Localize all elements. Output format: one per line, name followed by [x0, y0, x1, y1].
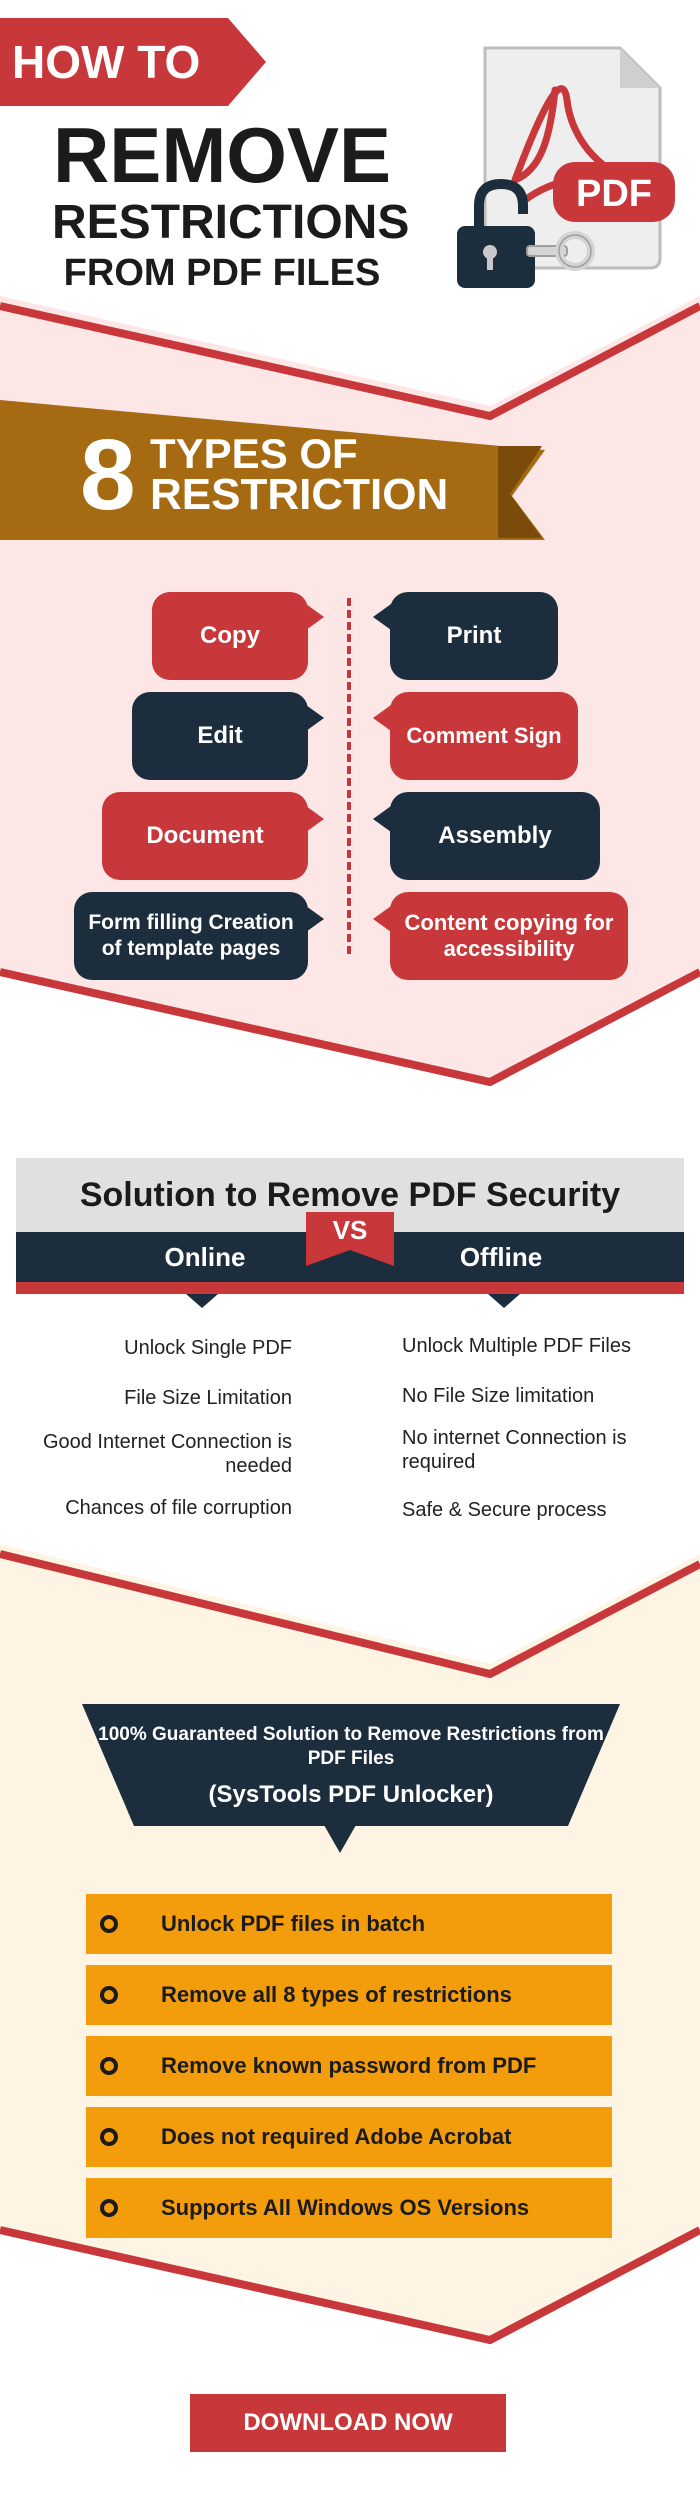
title-line-1: REMOVE	[52, 111, 392, 199]
offline-point: No File Size limitation	[402, 1385, 595, 1407]
download-now-button[interactable]: DOWNLOAD NOW	[190, 2394, 506, 2452]
online-point: File Size Limitation	[124, 1387, 292, 1409]
offline-pointer	[488, 1294, 520, 1308]
pdf-badge-text: PDF	[576, 173, 652, 215]
guaranteed-text: 100% Guaranteed Solution to Remove Restr…	[98, 1724, 604, 1769]
bullet-icon	[100, 2128, 118, 2146]
pointer-arrow	[306, 806, 324, 832]
restriction-copy: Copy	[152, 592, 308, 680]
pointer-arrow	[373, 604, 391, 630]
guaranteed-banner	[82, 1704, 620, 1826]
offline-point: Safe & Secure process	[402, 1499, 607, 1521]
title-line-2: RESTRICTIONS	[52, 196, 410, 249]
bullet-icon	[100, 1986, 118, 2004]
title-line-3: FROM PDF FILES	[63, 252, 381, 294]
bullet-icon	[100, 1915, 118, 1933]
online-label: Online	[164, 1242, 246, 1272]
restriction-divider	[347, 598, 351, 954]
restriction-content-copying: Content copying for accessibility	[390, 892, 628, 980]
pdf-lock-icon: PDF	[457, 46, 675, 288]
pointer-arrow	[306, 604, 324, 630]
feature-text: Remove all 8 types of restrictions	[161, 1982, 512, 2007]
feature-item: Supports All Windows OS Versions	[86, 2178, 612, 2238]
pointer-arrow	[306, 705, 324, 731]
feature-item: Remove all 8 types of restrictions	[86, 1965, 612, 2025]
pointer-arrow	[306, 906, 324, 932]
features-section-bg	[0, 1544, 700, 2345]
how-to-banner	[0, 18, 266, 106]
bullet-icon	[100, 2057, 118, 2075]
feature-item: Remove known password from PDF	[86, 2036, 612, 2096]
bullet-icon	[100, 2199, 118, 2217]
pointer-arrow	[373, 906, 391, 932]
online-point: Chances of file corruption	[65, 1497, 292, 1519]
feature-item: Unlock PDF files in batch	[86, 1894, 612, 1954]
online-point: Unlock Single PDF	[124, 1337, 292, 1359]
types-title-line-1: TYPES OF	[150, 430, 358, 477]
feature-text: Supports All Windows OS Versions	[161, 2195, 530, 2220]
pointer-arrow	[373, 705, 391, 731]
how-to-text: HOW TO	[12, 36, 201, 88]
feature-text: Unlock PDF files in batch	[161, 1911, 426, 1936]
restriction-assembly: Assembly	[390, 792, 600, 880]
types-title-line-2: RESTRICTION	[150, 470, 449, 519]
vs-text: VS	[332, 1215, 368, 1245]
restriction-edit: Edit	[132, 692, 308, 780]
restriction-print: Print	[390, 592, 558, 680]
types-count: 8	[80, 419, 136, 531]
restriction-form-filling: Form filling Creation of template pages	[74, 892, 308, 980]
product-name: (SysTools PDF Unlocker)	[208, 1781, 494, 1808]
pointer-arrow	[373, 806, 391, 832]
restriction-comment-sign: Comment Sign	[390, 692, 578, 780]
online-pointer	[186, 1294, 218, 1308]
feature-text: Remove known password from PDF	[161, 2053, 537, 2078]
guaranteed-pointer	[324, 1825, 356, 1853]
feature-item: Does not required Adobe Acrobat	[86, 2107, 612, 2167]
offline-point: No internet Connection is required	[402, 1427, 627, 1473]
solution-title: Solution to Remove PDF Security	[79, 1176, 621, 1214]
offline-point: Unlock Multiple PDF Files	[402, 1335, 631, 1357]
feature-text: Does not required Adobe Acrobat	[161, 2124, 512, 2149]
restriction-document: Document	[102, 792, 308, 880]
offline-label: Offline	[459, 1242, 543, 1272]
solution-bar-stripe	[16, 1282, 684, 1294]
online-point: Good Internet Connection is needed	[42, 1431, 292, 1477]
